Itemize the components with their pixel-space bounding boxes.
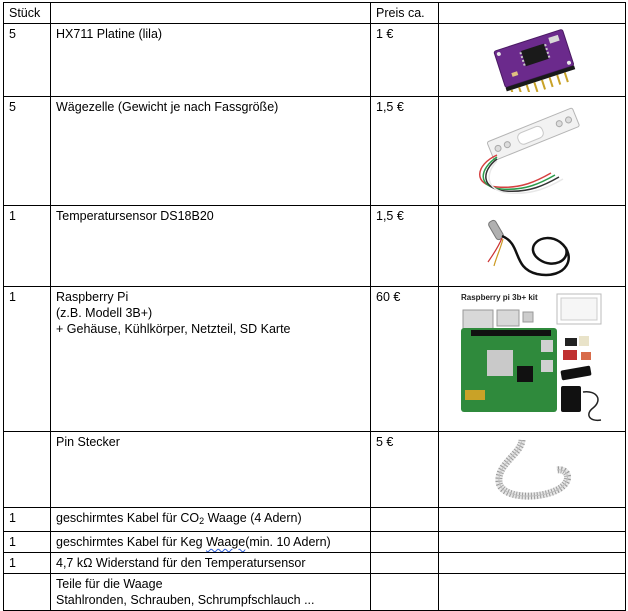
table-row: 1 geschirmtes Kabel für Keg Waage(min. 1…: [3, 531, 626, 553]
qty-cell: 5: [3, 23, 51, 97]
item-text-end: (min. 10 Adern): [245, 535, 331, 549]
price-cell: [370, 507, 439, 532]
header-qty: Stück: [3, 2, 51, 24]
price-cell: 1,5 €: [370, 205, 439, 287]
item-line: (z.B. Modell 3B+): [56, 306, 153, 320]
temperature-sensor-icon: [487, 219, 570, 277]
item-line: Stahlronden, Schrauben, Schrumpfschlauch…: [56, 593, 315, 607]
raspberry-pi-kit-icon: Raspberry pi 3b+ kit: [461, 293, 602, 422]
kit-caption: Raspberry pi 3b+ kit: [461, 293, 538, 302]
table-header-row: Stück Preis ca.: [3, 2, 626, 24]
item-cell: Teile für die Waage Stahlronden, Schraub…: [50, 573, 371, 611]
pin-header-icon: [495, 439, 571, 500]
image-cell: [438, 507, 626, 532]
table-row: 1 Temperatursensor DS18B20 1,5 €: [3, 205, 626, 287]
price-cell: [370, 573, 439, 611]
qty-cell: [3, 431, 51, 508]
table-row: 5 HX711 Platine (lila) 1 €: [3, 23, 626, 97]
item-text-end: Waage (4 Adern): [204, 511, 302, 525]
hx711-board-icon: [493, 29, 576, 92]
price-cell: [370, 552, 439, 574]
item-cell: Pin Stecker: [50, 431, 371, 508]
item-cell: Temperatursensor DS18B20: [50, 205, 371, 287]
image-cell: [438, 531, 626, 553]
item-text: geschirmtes Kabel für CO: [56, 511, 200, 525]
price-cell: 1,5 €: [370, 96, 439, 206]
table-row: 1 4,7 kΩ Widerstand für den Temperaturse…: [3, 552, 626, 574]
item-cell: Wägezelle (Gewicht je nach Fassgröße): [50, 96, 371, 206]
image-cell: [438, 431, 626, 508]
qty-cell: 5: [3, 96, 51, 206]
price-cell: 60 €: [370, 286, 439, 432]
header-image: [438, 2, 626, 24]
qty-cell: 1: [3, 286, 51, 432]
image-cell: [438, 205, 626, 287]
image-cell: [438, 552, 626, 574]
table-row: Pin Stecker 5 €: [3, 431, 626, 508]
image-cell: [438, 96, 626, 206]
table-row: 5 Wägezelle (Gewicht je nach Fassgröße) …: [3, 96, 626, 206]
image-cell: [438, 23, 626, 97]
item-cell: geschirmtes Kabel für Keg Waage(min. 10 …: [50, 531, 371, 553]
item-cell: Raspberry Pi (z.B. Modell 3B+) + Gehäuse…: [50, 286, 371, 432]
header-price: Preis ca.: [370, 2, 439, 24]
qty-cell: 1: [3, 205, 51, 287]
price-cell: 5 €: [370, 431, 439, 508]
spellcheck-mark: Waage: [206, 535, 246, 549]
image-cell: [438, 573, 626, 611]
price-cell: 1 €: [370, 23, 439, 97]
table-row: 1 geschirmtes Kabel für CO2 Waage (4 Ade…: [3, 507, 626, 532]
item-line: Teile für die Waage: [56, 577, 163, 591]
qty-cell: [3, 573, 51, 611]
header-item: [50, 2, 371, 24]
price-cell: [370, 531, 439, 553]
load-cell-icon: [479, 107, 580, 195]
item-subscript: 2: [199, 516, 205, 526]
item-cell: HX711 Platine (lila): [50, 23, 371, 97]
item-cell: 4,7 kΩ Widerstand für den Temperatursens…: [50, 552, 371, 574]
table-row: Teile für die Waage Stahlronden, Schraub…: [3, 573, 626, 611]
qty-cell: 1: [3, 531, 51, 553]
parts-table: Stück Preis ca. 5 HX711 Platine (lila) 1…: [3, 2, 626, 611]
image-cell: Raspberry pi 3b+ kit: [438, 286, 626, 432]
qty-cell: 1: [3, 507, 51, 532]
item-cell: geschirmtes Kabel für CO2 Waage (4 Adern…: [50, 507, 371, 532]
table-row: 1 Raspberry Pi (z.B. Modell 3B+) + Gehäu…: [3, 286, 626, 432]
item-line: + Gehäuse, Kühlkörper, Netzteil, SD Kart…: [56, 322, 291, 336]
qty-cell: 1: [3, 552, 51, 574]
item-text: geschirmtes Kabel für Keg: [56, 535, 207, 549]
item-line: Raspberry Pi: [56, 290, 129, 304]
